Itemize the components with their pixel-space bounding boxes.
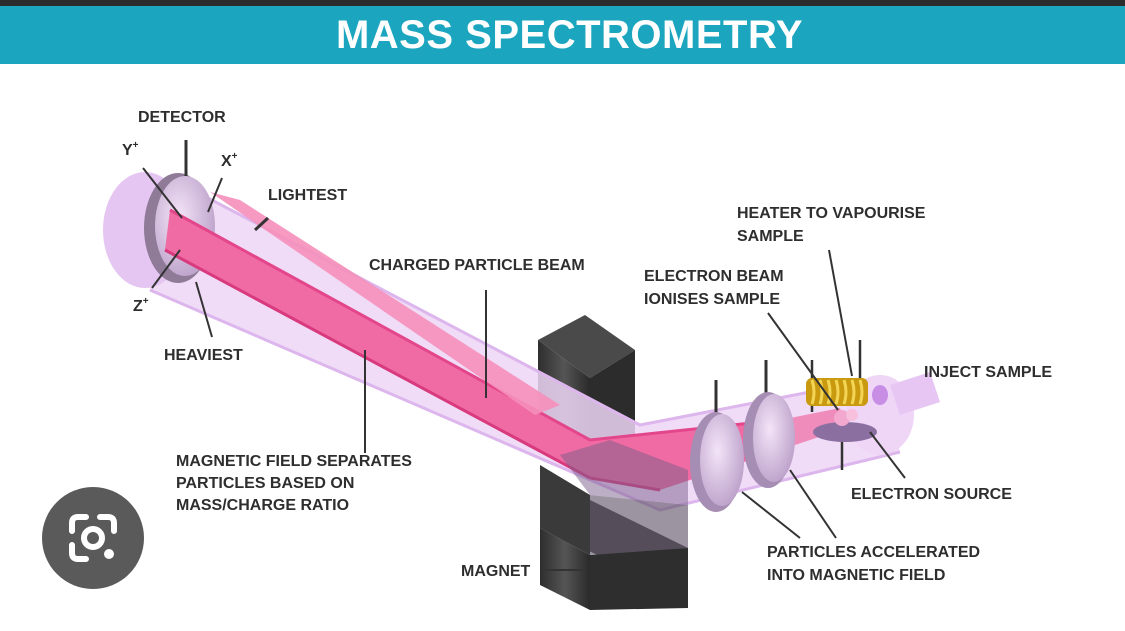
- leader-lines: [142, 167, 906, 571]
- accelerator-plates: [690, 360, 795, 512]
- sample-inlet: [872, 385, 888, 405]
- magnet-front: [540, 440, 688, 610]
- label-z: Z+: [133, 296, 149, 315]
- label-electron-source: ELECTRON SOURCE: [851, 486, 1012, 503]
- label-inject-sample: INJECT SAMPLE: [924, 364, 1052, 381]
- label-electron-beam-1: ELECTRON BEAM: [644, 268, 784, 285]
- google-lens-button[interactable]: [42, 487, 144, 589]
- heater-coil: [806, 378, 868, 406]
- label-accelerated-2: INTO MAGNETIC FIELD: [767, 567, 945, 584]
- label-magnetic-field-1: MAGNETIC FIELD SEPARATES: [176, 453, 412, 470]
- title-banner: MASS SPECTROMETRY: [0, 6, 1125, 64]
- label-heaviest: HEAVIEST: [164, 347, 243, 364]
- label-electron-beam-2: IONISES SAMPLE: [644, 291, 780, 308]
- label-x: X+: [221, 151, 238, 170]
- ioniser: [806, 340, 877, 470]
- label-magnetic-field-2: PARTICLES BASED ON: [176, 475, 354, 492]
- label-charged-particle-beam: CHARGED PARTICLE BEAM: [369, 257, 585, 274]
- top-edge: [0, 0, 1125, 6]
- google-lens-icon: [69, 514, 117, 562]
- label-magnetic-field-3: MASS/CHARGE RATIO: [176, 497, 349, 514]
- label-heater-1: HEATER TO VAPOURISE: [737, 205, 926, 222]
- page-title: MASS SPECTROMETRY: [335, 12, 804, 57]
- label-lightest: LIGHTEST: [268, 187, 347, 204]
- label-magnet: MAGNET: [461, 563, 531, 580]
- label-y: Y+: [122, 140, 139, 159]
- label-heater-2: SAMPLE: [737, 228, 804, 245]
- label-accelerated-1: PARTICLES ACCELERATED: [767, 544, 980, 561]
- label-detector: DETECTOR: [138, 109, 226, 126]
